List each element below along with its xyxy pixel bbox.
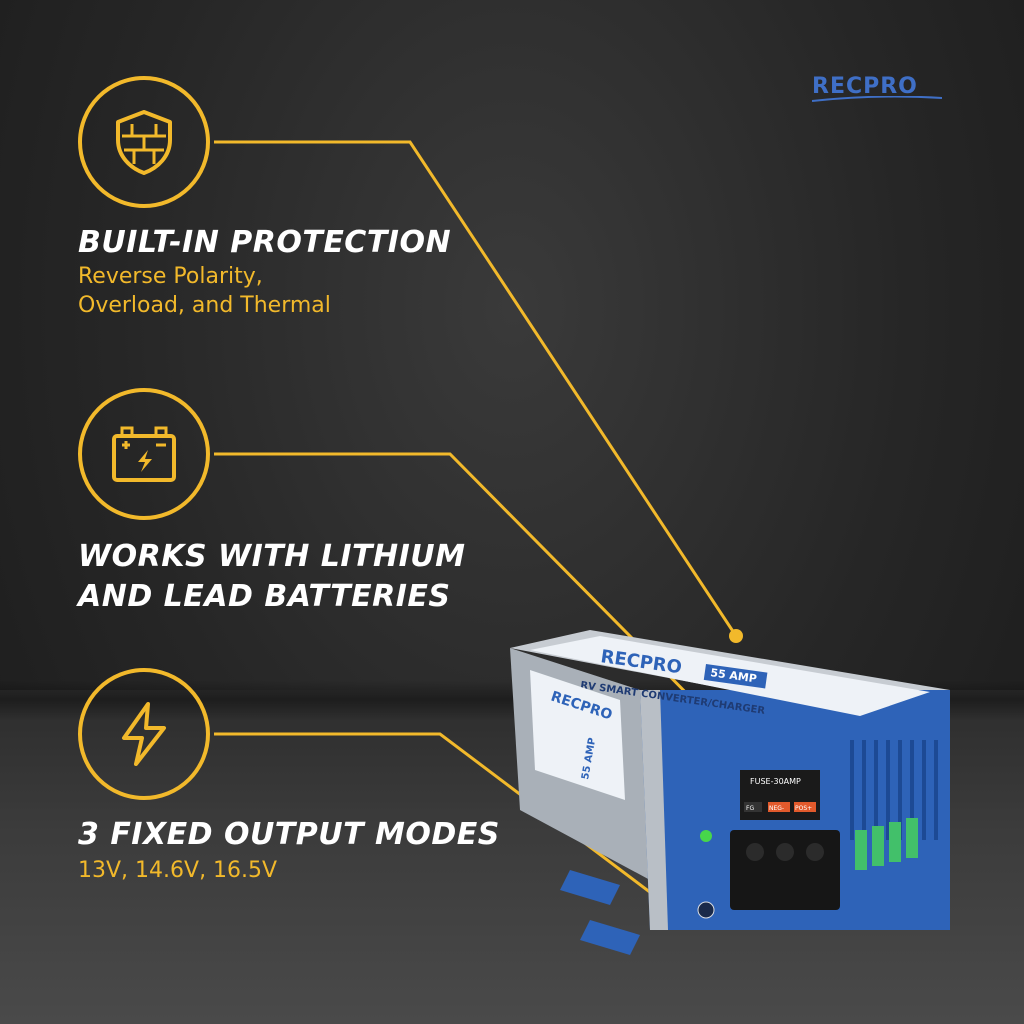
device-terminal-block bbox=[730, 830, 840, 910]
connector-dot-protection bbox=[729, 629, 743, 643]
protection-icon-circle bbox=[78, 76, 210, 208]
feature-title-batteries-line-1: WORKS WITH LITHIUM bbox=[78, 539, 466, 574]
connector-line-protection bbox=[214, 140, 738, 637]
device-terminal-label-pos: POS+ bbox=[795, 805, 812, 812]
device-fuse-label: FUSE-30AMP bbox=[750, 777, 801, 786]
feature-subtitle-line-2: Overload, and Thermal bbox=[78, 293, 331, 318]
feature-subtitle-modes: 13V, 14.6V, 16.5V bbox=[78, 858, 278, 883]
lightning-icon bbox=[122, 702, 166, 766]
connector-line-batteries bbox=[214, 452, 711, 718]
battery-icon bbox=[112, 426, 176, 482]
device-front-frame bbox=[640, 690, 668, 930]
device-amp-badge-text: 55 AMP bbox=[710, 666, 758, 685]
device-terminal-label-fg: FG bbox=[746, 805, 754, 812]
feature-title-protection: BUILT-IN PROTECTION bbox=[78, 225, 452, 260]
device-fuse-3 bbox=[889, 822, 901, 862]
device-foot-rear bbox=[560, 870, 620, 905]
device-status-led bbox=[700, 830, 712, 842]
device-fuse-4 bbox=[906, 818, 918, 858]
device-fuse-1 bbox=[855, 830, 867, 870]
device-terminal-tag-fg bbox=[744, 802, 762, 812]
device-side-label bbox=[530, 670, 625, 800]
device-terminal-label-neg: NEG- bbox=[769, 805, 784, 812]
device-vents bbox=[850, 740, 938, 840]
converter-charger-device: RECPRO 55 AMP RV SMART CONVERTER/CHARGER… bbox=[510, 630, 950, 955]
device-terminal-screw-3 bbox=[806, 843, 824, 861]
device-mode-dial bbox=[697, 901, 715, 919]
device-amp-badge bbox=[703, 664, 768, 689]
device-terminal-tag-pos bbox=[794, 802, 816, 812]
brand-swoosh bbox=[812, 96, 942, 102]
batteries-icon-circle bbox=[78, 388, 210, 520]
feature-title-batteries-line-2: AND LEAD BATTERIES bbox=[78, 579, 451, 614]
device-fuse-2 bbox=[872, 826, 884, 866]
shield-icon bbox=[116, 110, 172, 175]
device-terminal-screw-1 bbox=[746, 843, 764, 861]
device-foot-front bbox=[580, 920, 640, 955]
feature-subtitle-line-1: Reverse Polarity, bbox=[78, 264, 263, 289]
brand-logo: RECPRO bbox=[812, 74, 918, 99]
device-terminal-tag-neg bbox=[768, 802, 790, 812]
connector-line-modes bbox=[214, 732, 672, 910]
feature-title-modes: 3 FIXED OUTPUT MODES bbox=[78, 817, 500, 852]
modes-icon-circle bbox=[78, 668, 210, 800]
device-terminal-screw-2 bbox=[776, 843, 794, 861]
